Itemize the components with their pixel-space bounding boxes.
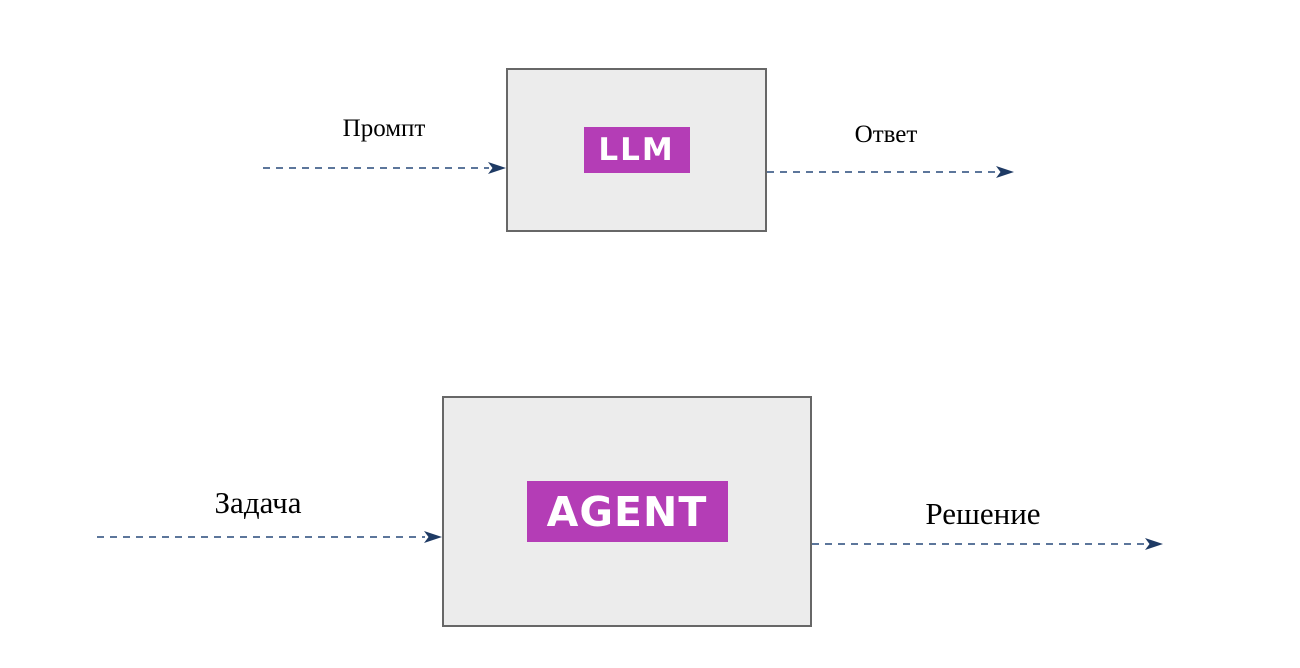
solution-arrowhead-icon: [1145, 538, 1163, 550]
solution-label: Решение: [925, 496, 1041, 531]
task-arrow: [97, 531, 442, 543]
agent-box: AGENT: [442, 396, 812, 627]
prompt-arrow: [263, 162, 506, 174]
answer-label: Ответ: [854, 121, 918, 148]
llm-badge: LLM: [583, 127, 690, 173]
solution-arrow: [812, 538, 1163, 550]
task-arrowhead-icon: [424, 531, 442, 543]
answer-arrowhead-icon: [996, 166, 1014, 178]
answer-arrow: [767, 166, 1014, 178]
prompt-arrowhead-icon: [488, 162, 506, 174]
task-label: Задача: [214, 485, 302, 520]
llm-box: LLM: [506, 68, 767, 232]
prompt-label: Промпт: [342, 115, 426, 142]
agent-badge: AGENT: [526, 481, 728, 542]
